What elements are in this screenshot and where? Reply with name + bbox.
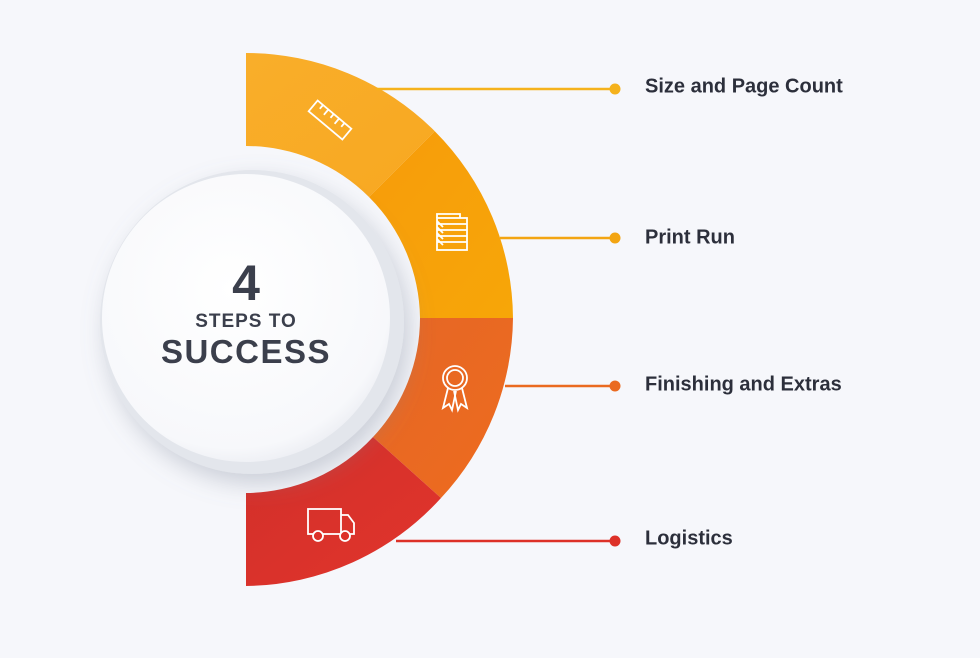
center-headline: SUCCESS [160, 333, 332, 370]
connector-4 [396, 535, 621, 547]
paper-stack-icon [436, 213, 468, 251]
step-label-logistics: Logistics [645, 527, 733, 550]
truck-icon [307, 508, 355, 542]
ruler-icon [307, 99, 353, 141]
connector-1 [376, 83, 621, 95]
segment-4 [246, 437, 441, 586]
center-disc [102, 174, 390, 462]
award-ribbon-icon [441, 365, 469, 413]
connector-2 [500, 232, 621, 244]
step-label-finishing-extras: Finishing and Extras [645, 373, 842, 396]
step-label-print-run: Print Run [645, 226, 735, 249]
segment-1 [246, 53, 435, 197]
step-label-size-page-count: Size and Page Count [645, 75, 843, 98]
center-title: 4 STEPS TO SUCCESS [103, 175, 389, 461]
connector-3 [505, 380, 621, 392]
center-subtitle: STEPS TO [195, 311, 297, 332]
steps-count: 4 [232, 255, 260, 311]
